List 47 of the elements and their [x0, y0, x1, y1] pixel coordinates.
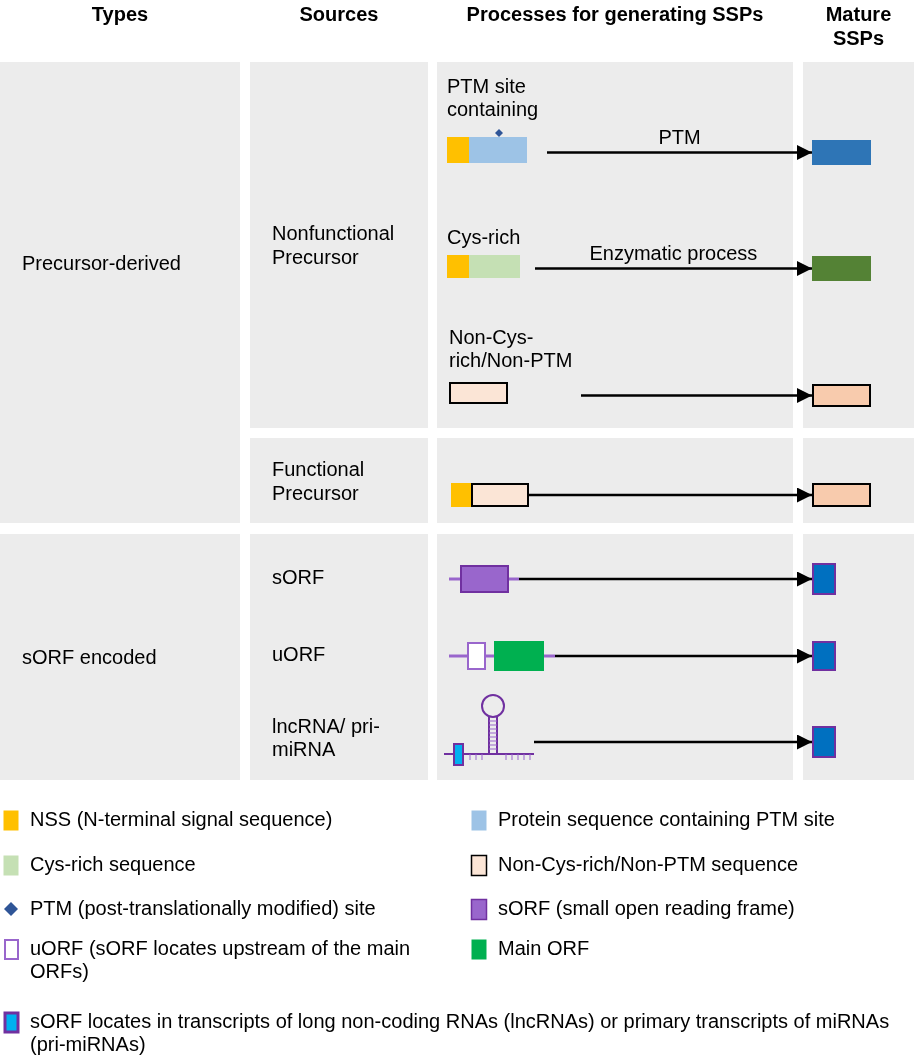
arrow — [535, 261, 812, 276]
legend-text: NSS (N-terminal signal sequence) — [30, 808, 334, 831]
legend-text: Protein sequence containing PTM site — [498, 808, 836, 831]
source-label: lncRNA/ pri-miRNA — [272, 715, 381, 761]
legend-text: Main ORF — [498, 937, 591, 960]
sequence-label: PTM site containing — [447, 75, 540, 121]
column-header: Mature SSPs — [824, 2, 893, 50]
legend-text: Cys-rich sequence — [30, 853, 197, 876]
arrow — [534, 734, 812, 750]
panel-background — [437, 534, 793, 780]
category-panel: Nonfunctional Precursor — [250, 62, 428, 428]
panel-background — [803, 62, 914, 428]
legend-text: uORF (sORF locates upstream of the main ORFs) — [30, 937, 412, 983]
mature-peptide-bar — [812, 140, 871, 165]
mature-peptide-bar — [812, 384, 871, 407]
arrow — [555, 648, 812, 664]
category-panel: Functional Precursor — [250, 438, 428, 523]
uorf-drawing — [449, 641, 555, 671]
mature-peptide-bar — [812, 726, 836, 758]
arrow — [519, 571, 812, 587]
mature-peptide-bar — [812, 641, 836, 671]
source-label: sORF — [272, 566, 326, 589]
mature-peptide-bar — [812, 563, 836, 595]
panel-background — [803, 534, 914, 780]
panel-background — [437, 438, 793, 523]
legend-text: PTM (post-translationally modified) site — [30, 897, 377, 920]
rna-hairpin-drawing — [444, 692, 534, 767]
sequence-bar — [451, 483, 529, 507]
column-header: Sources — [298, 2, 380, 26]
legend-text: sORF locates in transcripts of long non-coding RNAs (lncRNAs) or primary transcripts of miRNAs (pri-miRNAs) — [30, 1010, 891, 1056]
mature-peptide-bar — [812, 256, 871, 281]
sequence-label: Non-Cys-rich/Non-PTM — [449, 326, 574, 372]
arrow — [529, 487, 812, 503]
arrow — [581, 388, 812, 403]
sequence-label: Cys-rich — [447, 226, 522, 249]
source-label: uORF — [272, 643, 327, 666]
arrow — [547, 145, 812, 160]
legend-text: Non-Cys-rich/Non-PTM sequence — [498, 853, 800, 876]
panel-background — [437, 62, 793, 428]
column-header: Types — [90, 2, 150, 26]
panel-background — [803, 438, 914, 523]
mature-peptide-bar — [812, 483, 871, 507]
category-panel: Precursor-derived — [0, 62, 240, 523]
legend-text: sORF (small open reading frame) — [498, 897, 796, 920]
column-header: Processes for generating SSPs — [465, 2, 765, 26]
category-panel: sORF encoded — [0, 534, 240, 780]
sorf-drawing — [449, 565, 519, 593]
